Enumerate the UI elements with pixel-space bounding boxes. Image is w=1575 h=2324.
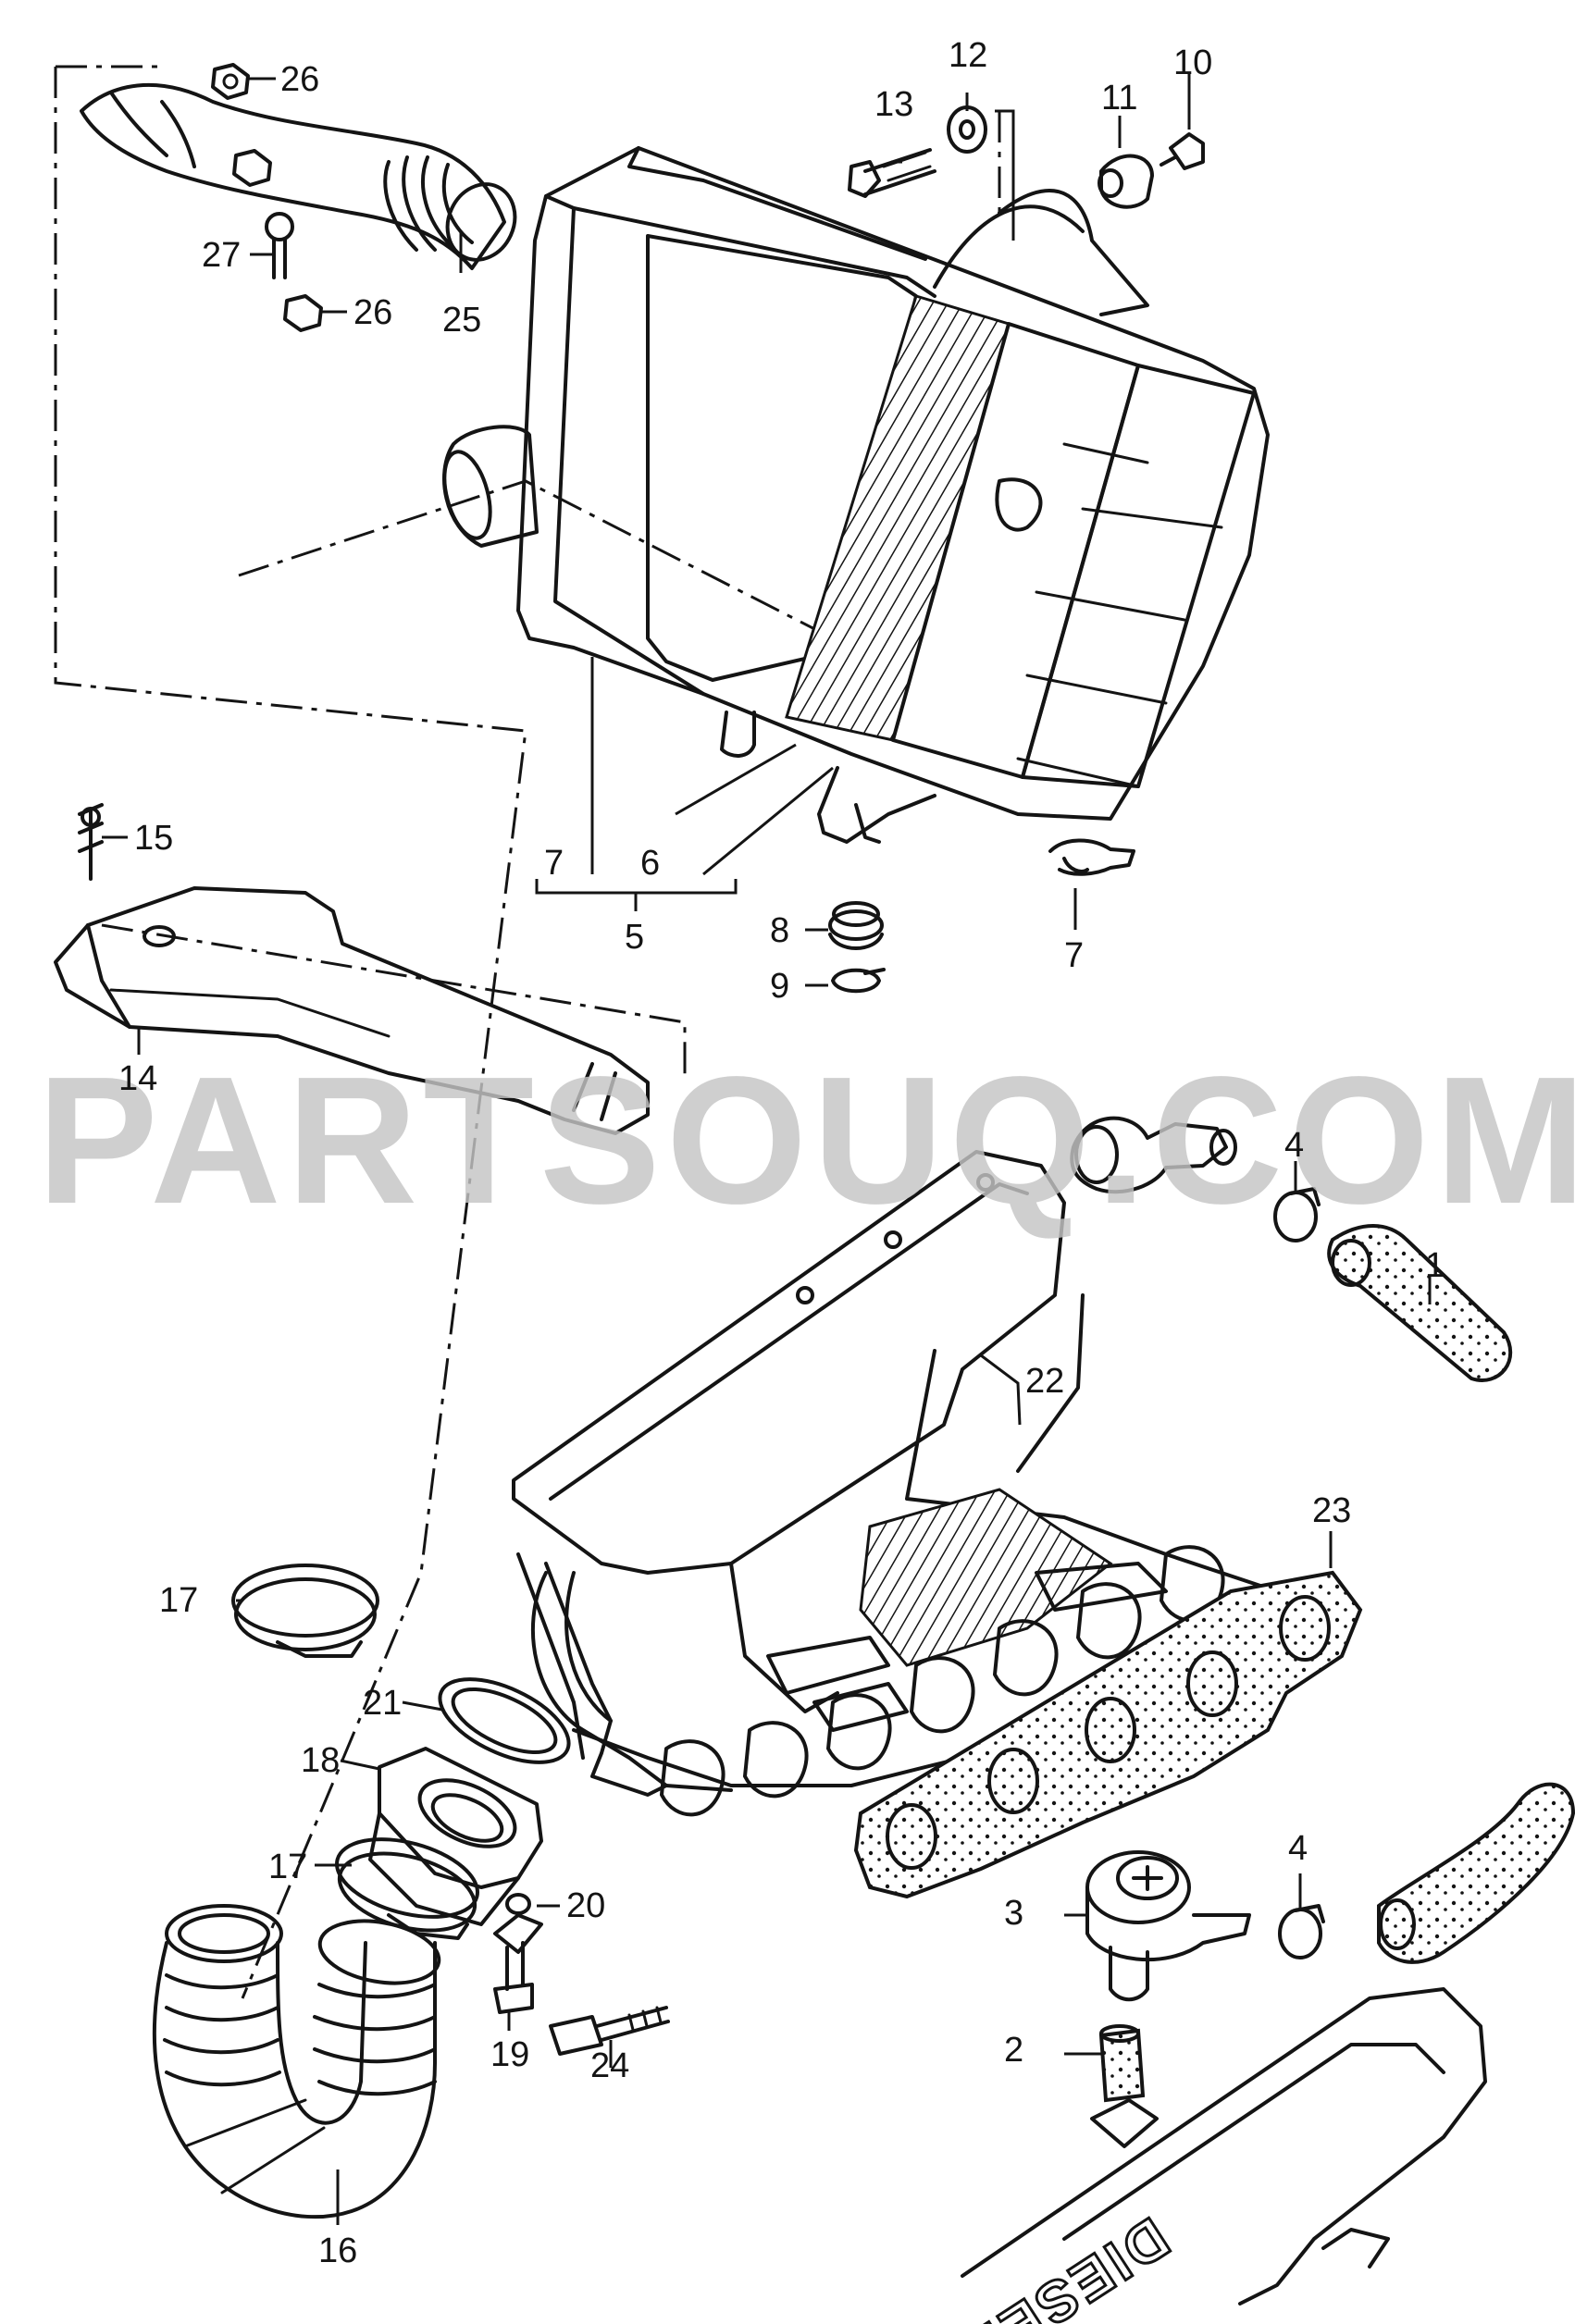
vent-hose xyxy=(1377,1782,1575,1964)
callout-15: 15 xyxy=(134,819,173,858)
callout-6: 6 xyxy=(640,844,660,883)
callout-3: 3 xyxy=(1004,1894,1023,1933)
air-guide-shield xyxy=(54,803,650,1135)
grommet-clip xyxy=(828,901,886,994)
callout-14: 14 xyxy=(118,1059,157,1098)
valve-cover: DIESEL xyxy=(951,1987,1487,2324)
callout-12: 12 xyxy=(949,36,987,75)
small-hose xyxy=(1098,2024,1146,2103)
callout-5: 5 xyxy=(625,918,644,957)
callout-24: 24 xyxy=(590,2046,629,2085)
elbow-connector xyxy=(1070,1116,1237,1194)
corrugated-intake-hose xyxy=(152,1904,441,2219)
callout-23: 23 xyxy=(1312,1491,1351,1530)
callout-27: 27 xyxy=(202,236,241,275)
callout-8: 8 xyxy=(770,911,789,950)
callout-18: 18 xyxy=(301,1741,340,1780)
clamp-upper xyxy=(231,1564,379,1658)
intake-manifold xyxy=(512,1150,1279,1817)
spring-clip xyxy=(1048,838,1135,876)
crankcase-breather-valve xyxy=(1085,1850,1251,2002)
callout-4b: 4 xyxy=(1288,1829,1308,1868)
callout-13: 13 xyxy=(874,85,913,124)
manifold-gasket xyxy=(853,1570,1363,1899)
seal-ring xyxy=(438,1677,571,1764)
nut-stud-set xyxy=(211,63,323,332)
callout-22: 22 xyxy=(1025,1362,1064,1401)
callout-2: 2 xyxy=(1004,2031,1023,2070)
air-filter-housing xyxy=(442,146,1270,844)
watermark-text: PARTSOUQ.COM xyxy=(37,1039,1575,1242)
callout-9: 9 xyxy=(770,967,789,1006)
callout-1: 1 xyxy=(1425,1246,1445,1285)
diesel-emboss-text: DIESEL xyxy=(952,2205,1180,2324)
callout-11: 11 xyxy=(1101,79,1137,117)
callout-17b: 17 xyxy=(268,1848,307,1886)
intake-duct xyxy=(80,82,517,270)
callout-7b: 7 xyxy=(1064,936,1084,975)
callout-16: 16 xyxy=(318,2231,357,2270)
throttle-adapter xyxy=(368,1747,543,1926)
callout-25: 25 xyxy=(442,301,481,340)
breather-hose xyxy=(1327,1224,1513,1382)
callouts: 1 2 3 4 4 5 6 7 7 8 9 10 11 12 13 14 15 … xyxy=(118,36,1445,2270)
callout-26b: 26 xyxy=(353,293,392,332)
small-fasteners xyxy=(493,1893,670,2056)
callout-7a: 7 xyxy=(544,844,564,883)
leader-lines xyxy=(102,74,1432,2225)
callout-20: 20 xyxy=(566,1886,605,1925)
callout-4a: 4 xyxy=(1284,1126,1304,1165)
callout-21: 21 xyxy=(363,1684,402,1723)
callout-26a: 26 xyxy=(280,60,319,99)
callout-19: 19 xyxy=(490,2035,529,2074)
callout-17a: 17 xyxy=(159,1581,198,1620)
callout-10: 10 xyxy=(1173,43,1212,82)
